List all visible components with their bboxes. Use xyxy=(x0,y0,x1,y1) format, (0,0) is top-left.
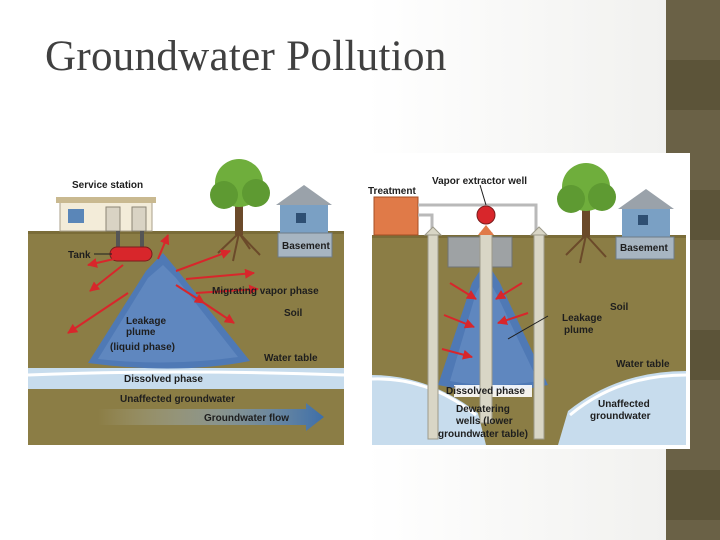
tree xyxy=(210,159,270,262)
label-leakage-1: Leakage xyxy=(562,313,602,324)
label-dewatering-2: wells (lower xyxy=(455,416,513,427)
label-treatment: Treatment xyxy=(368,186,416,197)
label-groundwater-flow: Groundwater flow xyxy=(204,413,289,424)
groundwater-flow-arrow xyxy=(98,403,324,431)
side-bar-block xyxy=(666,470,720,520)
water-table-right xyxy=(569,373,687,417)
label-migrating-vapor: Migrating vapor phase xyxy=(212,286,319,297)
label-water-table: Water table xyxy=(264,353,318,364)
tank xyxy=(109,231,153,262)
label-dissolved-phase: Dissolved phase xyxy=(124,374,203,385)
vapor-extractor-leader-line xyxy=(479,184,487,206)
water-table-line xyxy=(28,370,344,377)
label-soil: Soil xyxy=(284,308,303,319)
vapor-extractor-well xyxy=(476,205,496,424)
tree xyxy=(557,163,616,264)
vapor-arrows xyxy=(441,282,529,360)
house xyxy=(276,185,333,258)
right-diagram: Treatment Vapor extractor well Basement … xyxy=(368,153,690,449)
dewatering-well-right xyxy=(529,226,549,440)
vapor-arrows xyxy=(67,234,259,334)
label-basement: Basement xyxy=(282,241,330,252)
label-unaffected: Unaffected groundwater xyxy=(120,394,235,405)
label-leakage-2: plume xyxy=(126,327,156,338)
label-soil: Soil xyxy=(610,302,629,313)
dewatering-well-left xyxy=(423,226,443,440)
label-dewatering-3: groundwater table) xyxy=(438,429,528,440)
dissolved-phase-band xyxy=(454,385,532,397)
slide-title: Groundwater Pollution xyxy=(45,33,447,80)
label-unaffected-1: Unaffected xyxy=(598,399,650,410)
label-leakage-1: Leakage xyxy=(126,316,166,327)
label-leakage-2: plume xyxy=(564,325,594,336)
label-basement: Basement xyxy=(620,243,668,254)
plume-highlight xyxy=(98,265,238,363)
ground-surface xyxy=(28,231,344,234)
treatment-building xyxy=(373,196,419,236)
left-diagram: Service station Tank Basement Migrating … xyxy=(28,153,344,445)
side-bar-block xyxy=(666,60,720,110)
house xyxy=(615,189,675,260)
label-dewatering-1: Dewatering xyxy=(456,404,510,415)
left-diagram-panel: Service station Tank Basement Migrating … xyxy=(28,153,344,445)
label-dissolved-phase: Dissolved phase xyxy=(446,386,525,397)
service-station xyxy=(56,197,156,232)
label-tank: Tank xyxy=(68,250,91,261)
water-table-left xyxy=(371,377,477,417)
label-leakage-3: (liquid phase) xyxy=(110,342,175,353)
label-unaffected-2: groundwater xyxy=(590,411,651,422)
right-diagram-panel: Treatment Vapor extractor well Basement … xyxy=(368,153,690,449)
label-service-station: Service station xyxy=(72,180,143,191)
label-water-table: Water table xyxy=(616,359,670,370)
ground-surface xyxy=(372,235,686,238)
label-vapor-extractor: Vapor extractor well xyxy=(432,176,527,187)
leakage-leader-line xyxy=(507,315,549,340)
groundwater-right xyxy=(558,371,686,445)
